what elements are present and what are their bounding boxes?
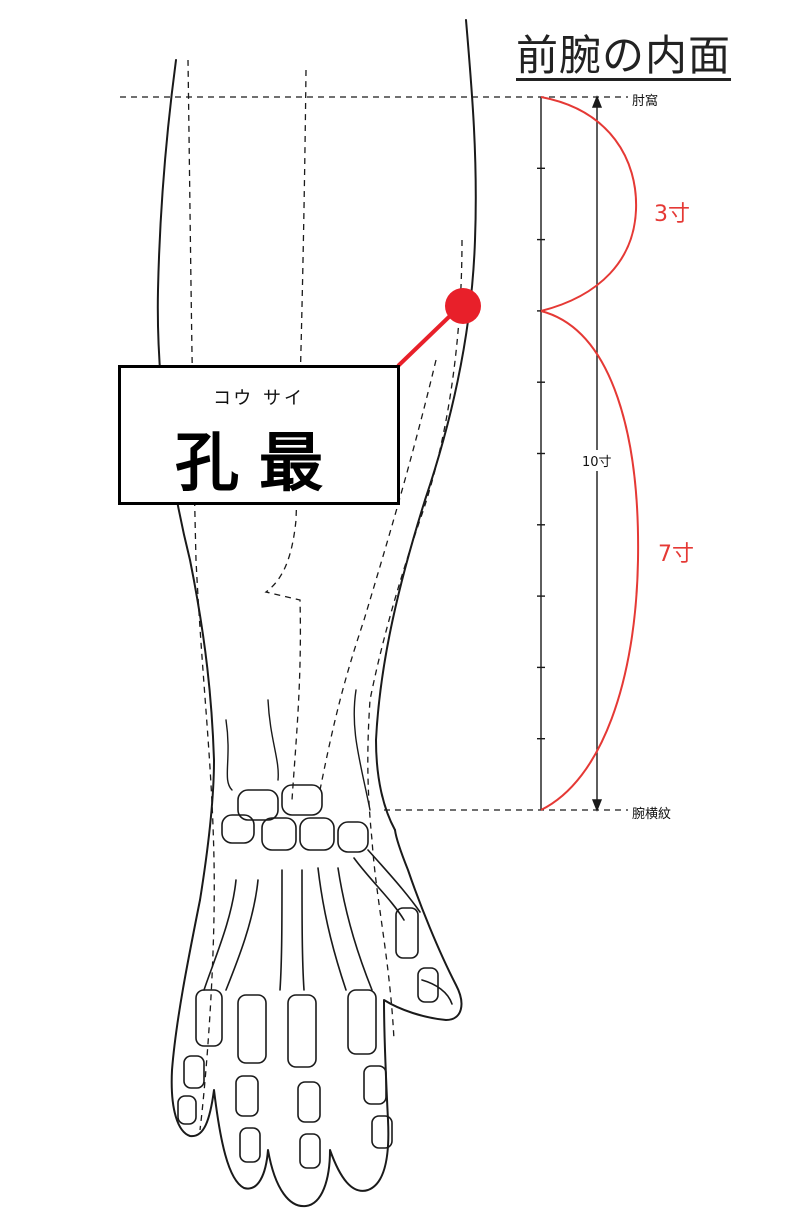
page-title: 前腕の内面 [516,31,732,80]
lower-span-arc [540,310,640,811]
point-label-box: コウ サイ 孔最 [118,365,400,505]
wrist-tendons [225,689,371,811]
landmark-bottom-label: 腕横紋 [632,807,672,822]
upper-measure-label: 3寸 [654,202,690,227]
lower-measure-label: 7寸 [658,542,694,567]
upper-span-arc [540,96,638,312]
total-measure-label: 10寸 [580,450,614,471]
point-name: 孔最 [175,427,343,501]
hand-outline [170,829,463,1208]
point-reading: コウ サイ [212,388,305,409]
arm-outline-left [156,59,215,901]
point-leader-line [396,312,454,368]
landmark-top-label: 肘窩 [632,94,659,109]
acupoint-marker [445,288,481,324]
